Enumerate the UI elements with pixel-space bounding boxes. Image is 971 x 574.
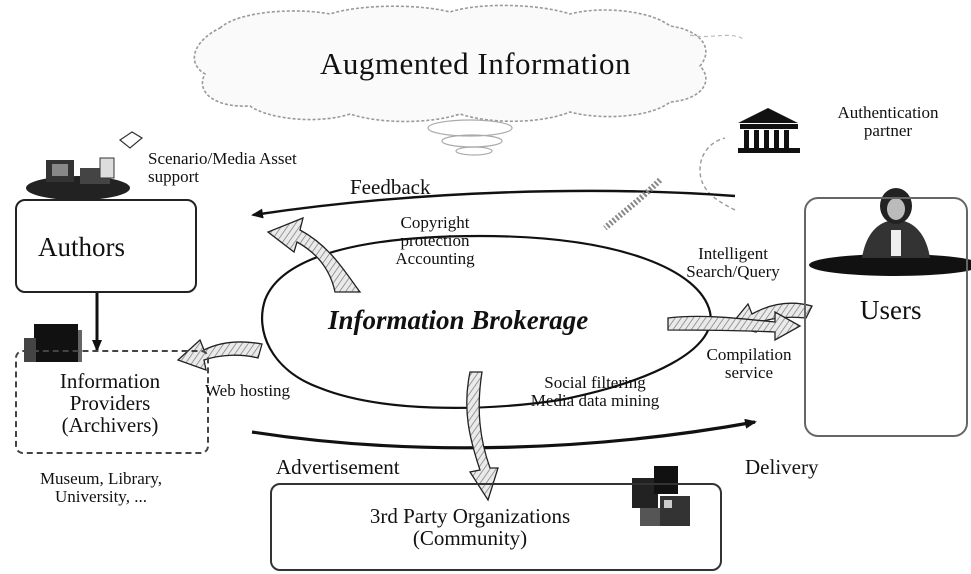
compilation-flow-arrow [667, 310, 802, 342]
user-icon [809, 188, 971, 276]
authors-label: Authors [38, 232, 125, 262]
providers-examples-label: Museum, Library, University, ... [39, 469, 163, 506]
book-icon [24, 324, 82, 362]
third-party-label: 3rd Party Organizations (Community) [369, 504, 571, 551]
intelligent-search-label: Intelligent Search/Query [686, 244, 780, 281]
building-icon [738, 108, 800, 153]
users-label: Users [860, 295, 922, 325]
delivery-label: Delivery [745, 455, 819, 479]
web-hosting-label: Web hosting [205, 381, 291, 400]
compilation-label: Compilation service [706, 345, 792, 382]
copyright-label: Copyright protection Accounting [395, 213, 475, 268]
brokerage-ellipse [261, 234, 712, 409]
feedback-arrow [251, 189, 736, 219]
delivery-arrow [251, 418, 757, 450]
feedback-label: Feedback [350, 175, 431, 199]
social-filtering-label: Social filtering Media data mining [530, 373, 660, 410]
copyright-flow-arrow [266, 216, 362, 293]
computer-icon [26, 131, 144, 200]
scenario-support-label: Scenario/Media Asset support [148, 149, 297, 186]
brokerage-title: Information Brokerage [328, 305, 589, 335]
social-filtering-flow-arrow [466, 371, 499, 502]
authors-box [15, 199, 197, 293]
cloud-icon [193, 4, 746, 156]
web-hosting-flow-arrow [176, 338, 263, 371]
providers-label: Information Providers (Archivers) [59, 369, 161, 438]
providers-box [15, 350, 209, 454]
feedback-cloud-trail [699, 137, 736, 211]
third-party-box [270, 483, 722, 571]
authentication-trail [603, 177, 663, 231]
cloud-title: Augmented Information [320, 46, 631, 81]
advertisement-label: Advertisement [276, 455, 400, 479]
authentication-label: Authentication partner [837, 103, 939, 140]
users-box [804, 197, 968, 437]
